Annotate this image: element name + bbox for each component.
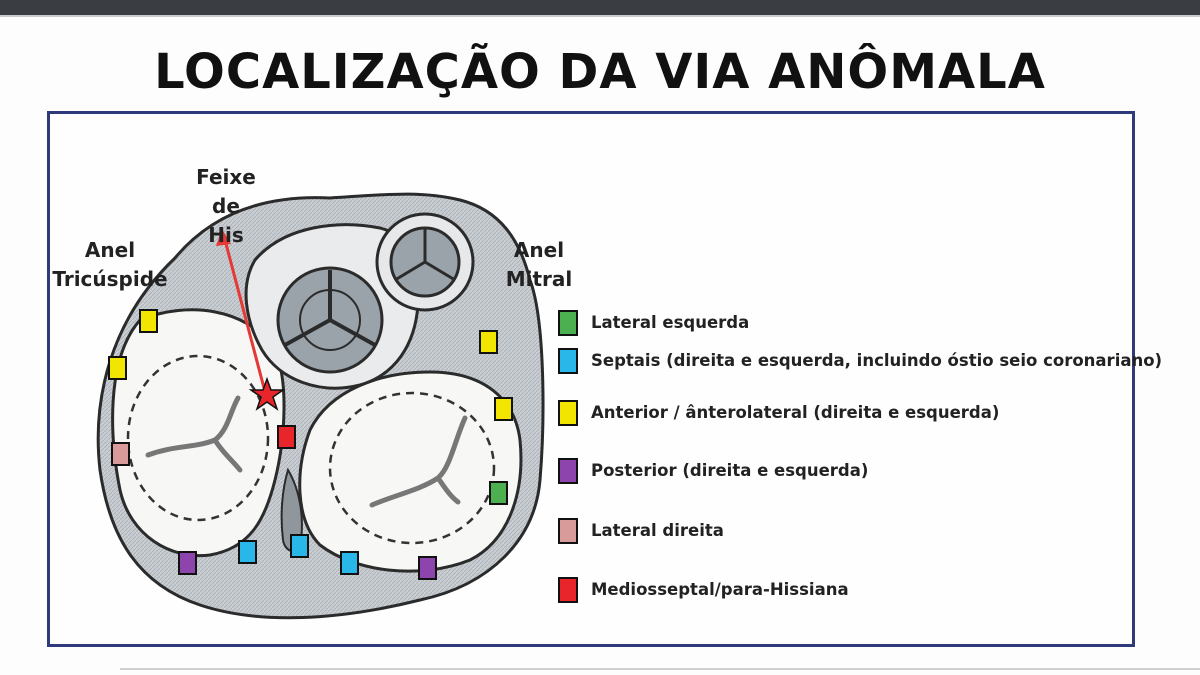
marker-midseptal [277,425,296,449]
mitral-label-text: Anel Mitral [505,238,573,291]
legend-swatch-purple [558,458,578,484]
marker-anterior-right-2 [108,356,127,380]
legend-swatch-yellow [558,400,578,426]
tricuspid-leaflet-line [145,395,243,473]
legend-swatch-green [558,310,578,336]
legend-label: Anterior / ânterolateral (direita e esqu… [591,403,1000,422]
tricuspid-dashed-ring [126,354,270,522]
marker-anterior-right-1 [139,309,158,333]
marker-septal-1 [238,540,257,564]
his-bundle-label-text: Feixe de His [196,165,256,247]
marker-lateral-left [489,481,508,505]
legend-label: Lateral direita [591,521,724,540]
marker-anterior-left-2 [479,330,498,354]
mitral-dashed-ring [328,391,496,545]
aortic-valve-cusps [284,270,376,347]
marker-posterior-right [178,551,197,575]
mitral-annulus [298,370,523,573]
marker-septal-3 [340,551,359,575]
his-bundle-label: Feixe de His [192,163,260,250]
top-bar-divider [0,15,1200,17]
marker-lateral-right [111,442,130,466]
slide-title: LOCALIZAÇÃO DA VIA ANÔMALA [154,44,1046,100]
legend-label: Septais (direita e esquerda, incluindo ó… [591,351,1163,370]
legend-label: Mediosseptal/para-Hissiana [591,580,849,599]
bottom-divider [120,668,1200,670]
tricuspid-label: Anel Tricúspide [52,236,168,294]
legend-label: Lateral esquerda [591,313,750,332]
mitral-leaflet-line [369,415,468,508]
legend-swatch-red [558,577,578,603]
his-bundle-arrowhead [216,229,231,246]
pulmonary-valve-cusps [394,228,456,282]
legend-swatch-pink [558,518,578,544]
his-bundle-star [248,376,286,411]
mitral-label: Anel Mitral [501,236,577,294]
marker-septal-2 [290,534,309,558]
legend-swatch-cyan [558,348,578,374]
his-bundle-arrow [223,239,266,389]
window-top-bar [0,0,1200,15]
marker-anterior-left-1 [494,397,513,421]
legend-label: Posterior (direita e esquerda) [591,461,869,480]
marker-posterior-left [418,556,437,580]
tricuspid-label-text: Anel Tricúspide [52,238,168,291]
